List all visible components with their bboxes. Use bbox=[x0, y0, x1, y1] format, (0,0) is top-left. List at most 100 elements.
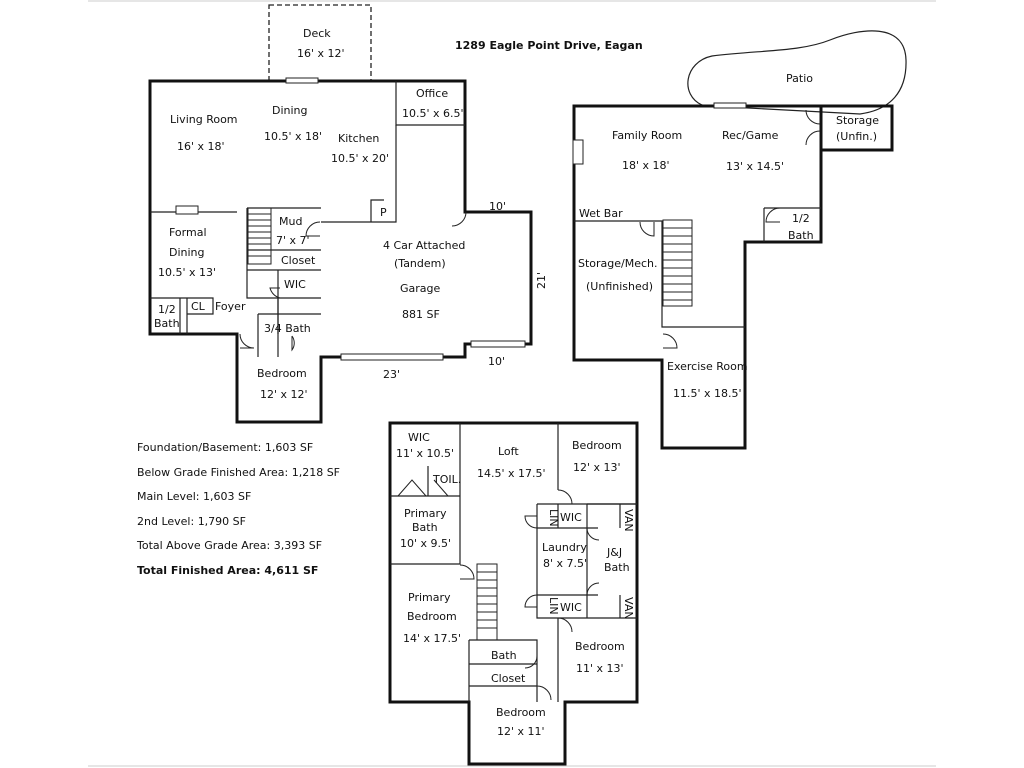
bedroom-b-label: Bedroom bbox=[575, 640, 625, 653]
storage-mech-label-1: Storage/Mech. bbox=[578, 257, 658, 270]
upper-wic-size: 11' x 10.5' bbox=[396, 447, 454, 460]
formal-dining-label-2: Dining bbox=[169, 246, 205, 259]
storage-unfin-label-2: (Unfin.) bbox=[836, 130, 877, 143]
exercise-room-size: 11.5' x 18.5' bbox=[673, 387, 742, 400]
bedroom-label: Bedroom bbox=[257, 367, 307, 380]
formal-dining-label-1: Formal bbox=[169, 226, 207, 239]
deck-size: 16' x 12' bbox=[297, 47, 345, 60]
main-level-area: Main Level: 1,603 SF bbox=[137, 490, 252, 504]
cl-label: CL bbox=[191, 300, 206, 313]
jj-bath-label-1: J&J bbox=[606, 546, 622, 559]
patio-label: Patio bbox=[786, 72, 813, 85]
living-room-label: Living Room bbox=[170, 113, 238, 126]
three-quarter-bath-label: 3/4 Bath bbox=[264, 322, 311, 335]
fireplace-icon bbox=[175, 205, 199, 215]
bedroom-c-label: Bedroom bbox=[496, 706, 546, 719]
main-level-plan bbox=[148, 4, 533, 424]
pantry-label: P bbox=[380, 206, 387, 219]
dim-top-right: 10' bbox=[489, 200, 506, 213]
van-top-label: VAN bbox=[622, 509, 635, 532]
toil-label: TOIL. bbox=[432, 473, 461, 486]
wet-bar-label: Wet Bar bbox=[579, 207, 623, 220]
family-room-size: 18' x 18' bbox=[622, 159, 670, 172]
bedroom-size: 12' x 12' bbox=[260, 388, 308, 401]
primary-bedroom-label-2: Bedroom bbox=[407, 610, 457, 623]
foundation-basement-area: Foundation/Basement: 1,603 SF bbox=[137, 441, 314, 454]
lower-level-plan bbox=[572, 30, 907, 450]
living-room-size: 16' x 18' bbox=[177, 140, 225, 153]
loft-label: Loft bbox=[498, 445, 519, 458]
lower-half-bath-label-2: Bath bbox=[788, 229, 814, 242]
deck-door-icon bbox=[285, 77, 319, 84]
dining-size: 10.5' x 18' bbox=[264, 130, 322, 143]
foyer-label: Foyer bbox=[215, 300, 246, 313]
fireplace-icon bbox=[572, 139, 584, 165]
garage-label-2: (Tandem) bbox=[394, 257, 446, 270]
office-label: Office bbox=[416, 87, 448, 100]
upper-closet-label: Closet bbox=[491, 672, 526, 685]
bedroom-a-label: Bedroom bbox=[572, 439, 622, 452]
dim-bottom: 23' bbox=[383, 368, 400, 381]
patio-door-icon bbox=[713, 102, 747, 109]
bedroom-c-size: 12' x 11' bbox=[497, 725, 545, 738]
lower-half-bath-label-1: 1/2 bbox=[792, 212, 810, 225]
primary-bath-size: 10' x 9.5' bbox=[400, 537, 451, 550]
garage-label-3: Garage bbox=[400, 282, 441, 295]
below-grade-finished-area: Below Grade Finished Area: 1,218 SF bbox=[137, 465, 341, 479]
garage-area: 881 SF bbox=[402, 308, 440, 321]
deck-outline bbox=[268, 4, 372, 82]
dining-label: Dining bbox=[272, 104, 308, 117]
dim-bottom-right: 10' bbox=[488, 355, 505, 368]
upper-wic-label: WIC bbox=[408, 431, 430, 444]
half-bath-label-1: 1/2 bbox=[158, 303, 176, 316]
loft-size: 14.5' x 17.5' bbox=[477, 467, 546, 480]
upper-bath-label: Bath bbox=[491, 649, 517, 662]
kitchen-label: Kitchen bbox=[338, 132, 379, 145]
bedroom-b-size: 11' x 13' bbox=[576, 662, 624, 675]
dim-right: 21' bbox=[535, 272, 548, 289]
primary-bedroom-label-1: Primary bbox=[408, 591, 451, 604]
primary-bedroom-size: 14' x 17.5' bbox=[403, 632, 461, 645]
lower-stairs bbox=[662, 219, 693, 307]
upper-stairs bbox=[476, 563, 498, 641]
deck-label: Deck bbox=[303, 27, 331, 40]
formal-dining-size: 10.5' x 13' bbox=[158, 266, 216, 279]
wic-label: WIC bbox=[284, 278, 306, 291]
bedroom-a-size: 12' x 13' bbox=[573, 461, 621, 474]
storage-unfin-label-1: Storage bbox=[836, 114, 879, 127]
main-stairs bbox=[247, 207, 272, 265]
primary-bath-label-1: Primary bbox=[404, 507, 447, 520]
patio-outline bbox=[687, 30, 907, 115]
rec-game-size: 13' x 14.5' bbox=[726, 160, 784, 173]
area-summary: Foundation/Basement: 1,603 SF Below Grad… bbox=[137, 436, 340, 584]
upper-level-outline bbox=[388, 421, 639, 766]
laundry-label: Laundry bbox=[542, 541, 587, 554]
plan-title: 1289 Eagle Point Drive, Eagan bbox=[455, 39, 643, 52]
exercise-room-label: Exercise Room bbox=[667, 360, 748, 373]
jj-bath-label-2: Bath bbox=[604, 561, 630, 574]
garage-door-icon bbox=[340, 353, 444, 361]
laundry-size: 8' x 7.5' bbox=[543, 557, 587, 570]
office-size: 10.5' x 6.5' bbox=[402, 107, 464, 120]
half-bath-label-2: Bath bbox=[154, 317, 180, 330]
van-bottom-label: VAN bbox=[622, 597, 635, 620]
second-level-area: 2nd Level: 1,790 SF bbox=[137, 514, 246, 528]
lin-top-label: LIN bbox=[547, 509, 560, 527]
rec-game-label: Rec/Game bbox=[722, 129, 779, 142]
garage-door-icon bbox=[470, 340, 526, 348]
total-above-grade-area: Total Above Grade Area: 3,393 SF bbox=[137, 539, 323, 553]
mud-label: Mud bbox=[279, 215, 302, 228]
primary-bath-label-2: Bath bbox=[412, 521, 438, 534]
upper-level-plan bbox=[388, 421, 639, 766]
total-finished-area: Total Finished Area: 4,611 SF bbox=[137, 563, 319, 577]
mud-size: 7' x 7' bbox=[276, 234, 310, 247]
wic-top-label: WIC bbox=[560, 511, 582, 524]
family-room-label: Family Room bbox=[612, 129, 682, 142]
closet-label: Closet bbox=[281, 254, 316, 267]
garage-label-1: 4 Car Attached bbox=[383, 239, 465, 252]
storage-mech-label-2: (Unfinished) bbox=[586, 280, 653, 293]
lin-bottom-label: LIN bbox=[547, 597, 560, 615]
wic-bottom-label: WIC bbox=[560, 601, 582, 614]
kitchen-size: 10.5' x 20' bbox=[331, 152, 389, 165]
